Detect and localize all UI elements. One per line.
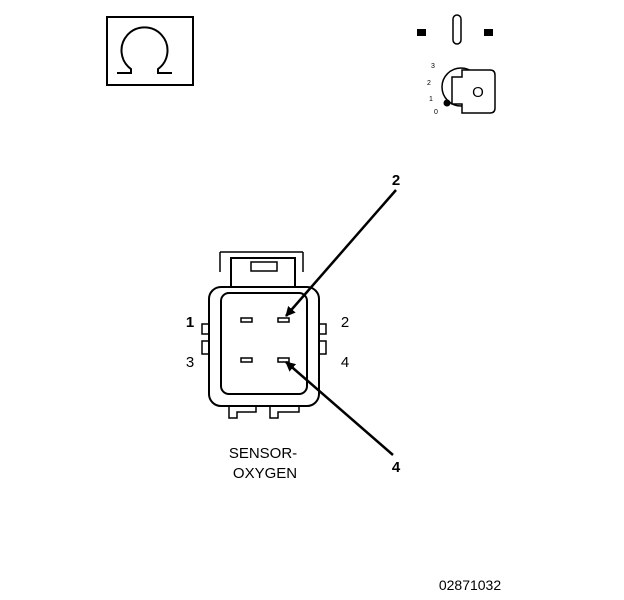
pin-label-4: 4	[341, 354, 349, 371]
connector-name-line2: OXYGEN	[233, 465, 297, 482]
callout-label-bottom: 4	[392, 459, 401, 476]
sensor-connector	[201, 251, 327, 419]
terminal-2	[277, 317, 290, 323]
ignition-key-icon: 3 2 1 0 O	[417, 14, 496, 116]
ohm-symbol-icon	[106, 16, 194, 86]
figure-id: 02871032	[439, 577, 502, 593]
callout-arrow-bottom	[285, 361, 394, 456]
ignition-key-head	[451, 69, 496, 114]
ignition-position-3: 3	[431, 63, 435, 70]
pin-label-3: 3	[186, 354, 194, 371]
ignition-key-letter: O	[472, 84, 484, 101]
terminal-1	[240, 317, 253, 323]
callout-arrow-top	[285, 189, 397, 317]
pin-label-2: 2	[341, 314, 349, 331]
ignition-slot-icon	[452, 14, 462, 45]
terminal-3	[240, 357, 253, 363]
ignition-indicator-left	[417, 29, 426, 36]
connector-name-line1: SENSOR-	[229, 445, 297, 462]
ignition-position-1: 1	[429, 96, 433, 103]
terminal-4	[277, 357, 290, 363]
ignition-pointer	[443, 99, 451, 107]
ignition-position-2: 2	[427, 80, 431, 87]
pin-label-1: 1	[186, 314, 194, 331]
ignition-position-0: 0	[434, 109, 438, 116]
ignition-indicator-right	[484, 29, 493, 36]
callout-label-top: 2	[392, 172, 400, 189]
